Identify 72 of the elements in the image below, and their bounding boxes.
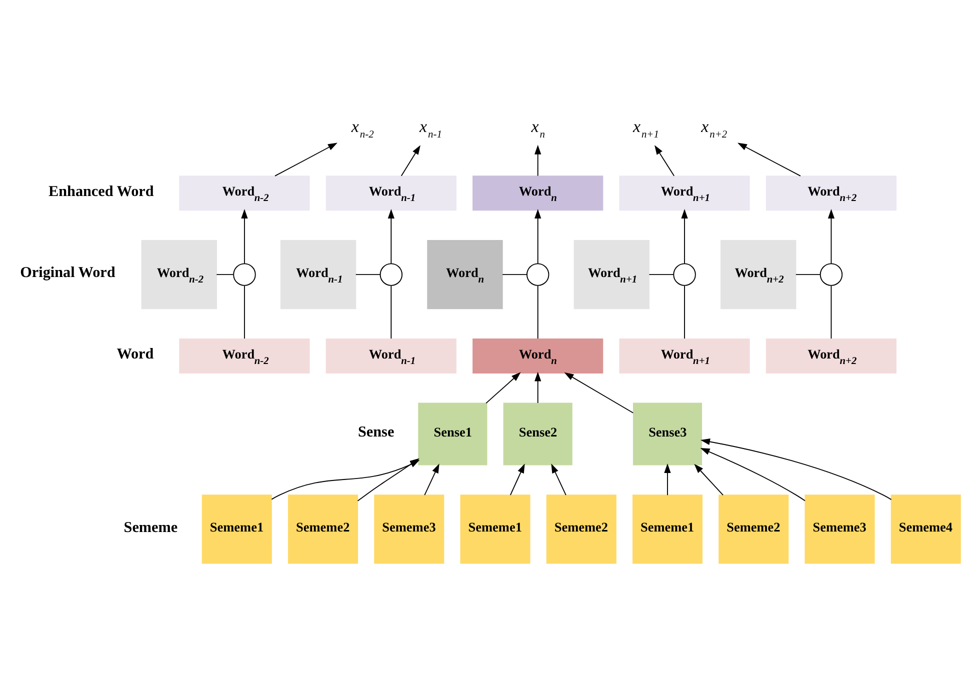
node-box: Word$_{n-1}$ [280, 240, 356, 309]
arrow [664, 462, 671, 496]
node-text: x$_{n-2}$ [351, 116, 374, 140]
node-text: x$_{n}$ [531, 116, 545, 140]
connector [830, 284, 832, 339]
label: Word [116, 346, 154, 362]
node-box: Word$_{n}$ [427, 240, 503, 309]
arrow [700, 447, 806, 501]
node-circle [233, 262, 256, 286]
node-box: Word$_{n-1}$ [326, 338, 456, 373]
label: Original Word [20, 264, 116, 281]
label: Enhanced Word [48, 183, 154, 200]
node-box: Word$_{n}$ [472, 175, 604, 210]
arrow [564, 372, 634, 413]
connector [355, 274, 381, 275]
node-box: Sememe2 [288, 494, 358, 564]
node-box: Sememe2 [546, 494, 616, 564]
label: Sense [358, 424, 394, 440]
node-box: Sememe2 [718, 494, 789, 564]
connector [795, 274, 821, 275]
connector [502, 274, 528, 275]
node-box: Sense1 [418, 402, 488, 465]
node-box: Word$_{n+2}$ [720, 240, 796, 309]
node-box: Word$_{n-1}$ [326, 175, 456, 210]
node-circle [380, 262, 402, 286]
node-box: Word$_{n+2}$ [766, 338, 897, 373]
node-box: Sememe4 [890, 494, 961, 564]
arrow [388, 208, 394, 264]
arrow [654, 144, 675, 176]
connector [537, 284, 538, 339]
arrow [828, 208, 835, 264]
node-box: Word$_{n-2}$ [179, 175, 310, 210]
node-box: Sememe3 [374, 494, 444, 564]
arrow [486, 372, 521, 404]
node-box: Word$_{n+2}$ [766, 175, 897, 210]
arrow [274, 142, 338, 176]
node-box: Sememe1 [632, 494, 703, 564]
connector [390, 284, 392, 339]
node-box: Sememe3 [804, 494, 875, 564]
node-text: x$_{n-1}$ [420, 116, 442, 140]
node-box: Word$_{n+1}$ [619, 338, 750, 373]
arrow [534, 144, 542, 176]
arrow [534, 371, 542, 403]
node-box: Word$_{n+1}$ [574, 240, 650, 309]
label: Sememe [124, 519, 178, 536]
node-box: Sememe1 [460, 494, 530, 564]
arrow [681, 208, 688, 264]
arrow [424, 463, 440, 496]
arrow [400, 144, 420, 176]
node-box: Word$_{n}$ [472, 338, 604, 373]
node-circle [673, 262, 696, 286]
arrow [700, 438, 892, 500]
arrow [241, 208, 248, 264]
connector [648, 274, 674, 275]
node-circle [526, 262, 550, 286]
node-box: Sense3 [632, 402, 702, 465]
arrow [510, 463, 525, 496]
arrow [694, 463, 724, 496]
node-box: Word$_{n+1}$ [619, 175, 750, 210]
arrow [737, 142, 801, 176]
node-box: Sememe1 [202, 494, 272, 564]
node-box: Sense2 [503, 402, 572, 465]
connector [244, 284, 245, 339]
connector [684, 284, 685, 339]
node-box: Word$_{n-2}$ [141, 240, 218, 309]
arrow [534, 208, 542, 264]
node-circle [820, 262, 843, 286]
node-text: x$_{n+1}$ [632, 116, 659, 140]
arrow [551, 463, 566, 496]
node-box: Word$_{n-2}$ [179, 338, 310, 373]
node-text: x$_{n+2}$ [701, 116, 728, 140]
connector [216, 274, 234, 275]
